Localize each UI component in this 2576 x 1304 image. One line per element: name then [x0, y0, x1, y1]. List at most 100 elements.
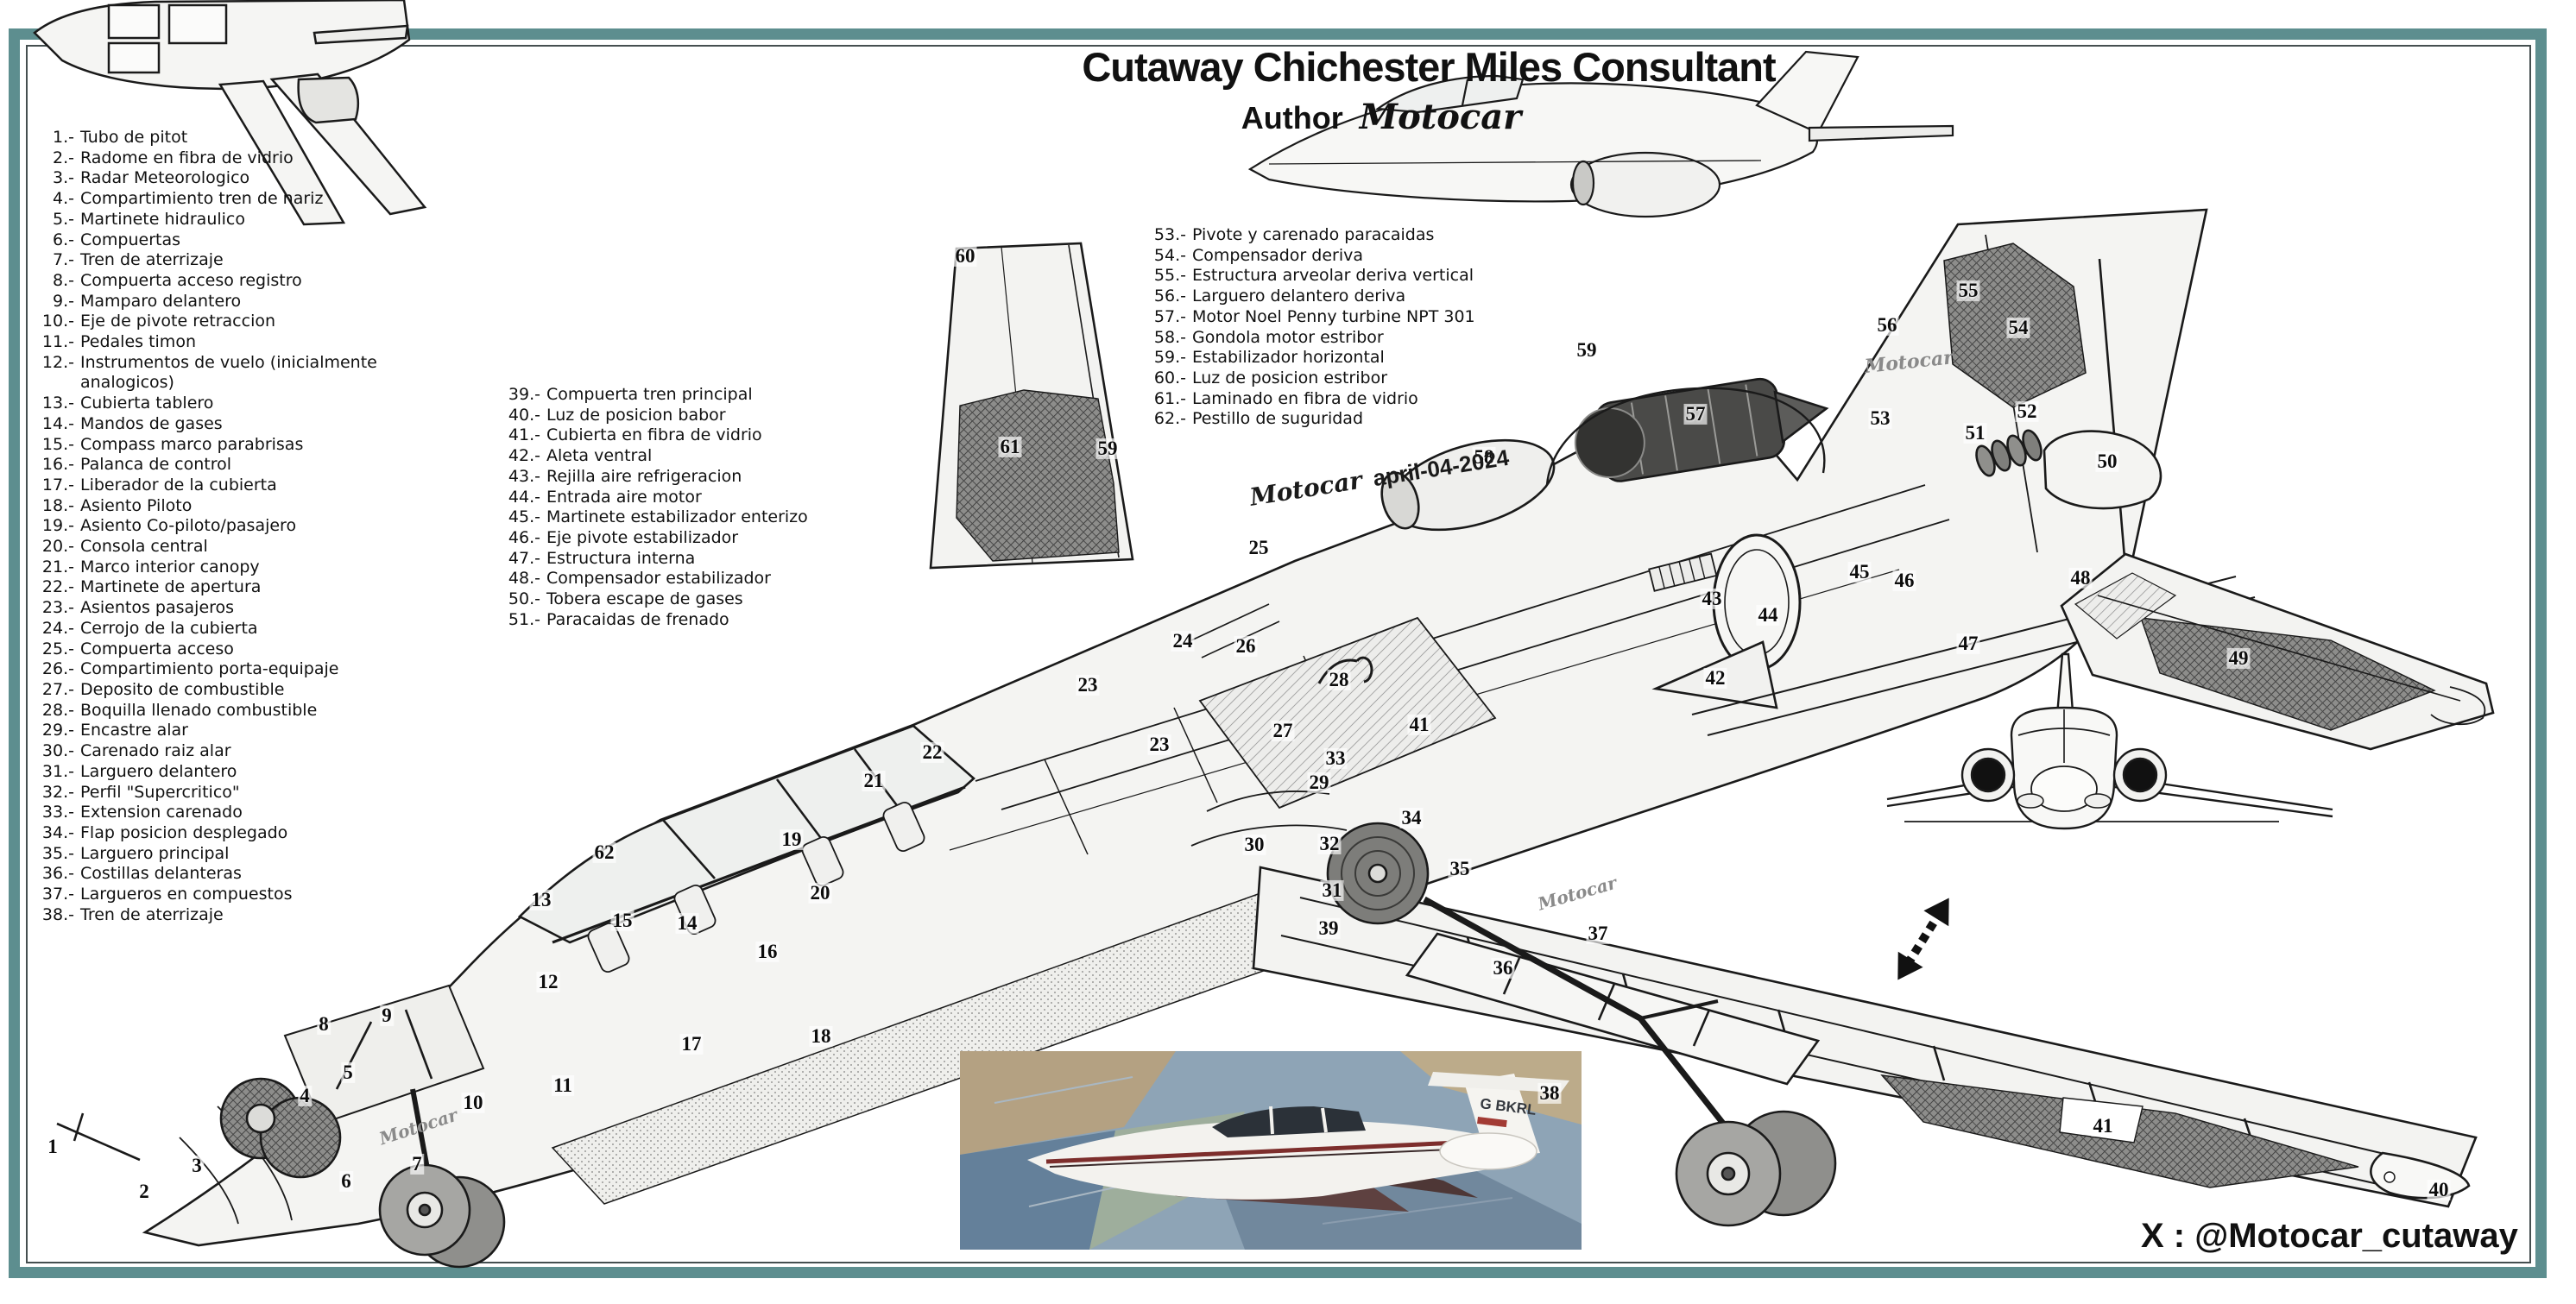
- part-label: Marco interior canopy: [80, 557, 260, 576]
- callout-number: 57: [1683, 402, 1708, 425]
- part-number: 43.-: [508, 466, 540, 486]
- callout-number: 41: [2091, 1114, 2115, 1137]
- parts-list-item: 35.- Larguero principal: [33, 844, 439, 865]
- port-wing: [1252, 866, 2478, 1208]
- parts-list-item: 16.- Palanca de control: [33, 455, 439, 476]
- part-number: 55.-: [1153, 266, 1186, 286]
- parts-list-left: 1.- Tubo de pitot 2.- Radome en fibra de…: [33, 128, 439, 925]
- part-label: Estabilizador horizontal: [1192, 348, 1385, 368]
- part-label: Compuerta tren principal: [546, 385, 753, 404]
- main-landing-gear: [1326, 822, 1837, 1227]
- part-number: 51.-: [508, 609, 540, 629]
- part-label: Gondola motor estribor: [1192, 327, 1384, 347]
- parts-list-item: 43.- Rejilla aire refrigeracion: [499, 467, 870, 488]
- part-label: Eje de pivote retraccion: [80, 312, 276, 331]
- callout-number: 49: [2226, 646, 2251, 670]
- part-number: 39.-: [508, 385, 540, 404]
- parts-list-item: 19.- Asiento Co-piloto/pasajero: [33, 516, 439, 537]
- part-label: Motor Noel Penny turbine NPT 301: [1192, 306, 1475, 326]
- part-label: Compass marco parabrisas: [80, 434, 304, 454]
- part-number: 37.-: [41, 885, 74, 904]
- callout-number: 51: [1963, 421, 1987, 444]
- part-label: Radar Meteorologico: [80, 168, 250, 188]
- parts-list-item: 34.- Flap posicion desplegado: [33, 823, 439, 844]
- parts-list-item: 40.- Luz de posicion babor: [499, 406, 870, 426]
- parts-list-item: 26.- Compartimiento porta-equipaje: [33, 659, 439, 680]
- callout-number: 5: [341, 1061, 355, 1084]
- stabilizer-arrow: [1897, 898, 1949, 980]
- callout-number: 33: [1323, 746, 1348, 770]
- part-number: 30.-: [41, 741, 74, 761]
- parts-list-item: 54.- Compensador deriva: [1145, 246, 1671, 267]
- part-number: 23.-: [41, 598, 74, 618]
- callout-number: 42: [1703, 666, 1727, 690]
- callout-number: 44: [1756, 603, 1780, 627]
- parts-list-item: 58.- Gondola motor estribor: [1145, 328, 1671, 349]
- callout-number: 29: [1307, 771, 1331, 794]
- callout-number: 3: [190, 1154, 204, 1177]
- callout-number: 4: [298, 1084, 312, 1107]
- part-number: 53.-: [1153, 225, 1186, 244]
- parts-list-item: 31.- Larguero delantero: [33, 762, 439, 783]
- parts-list-item: 14.- Mandos de gases: [33, 414, 439, 435]
- parts-list-item: 5.- Martinete hidraulico: [33, 210, 439, 230]
- part-label: Luz de posicion babor: [546, 405, 726, 425]
- main-cutaway: [56, 208, 2495, 1269]
- parts-list-item: 1.- Tubo de pitot: [33, 128, 439, 148]
- parts-list-item: 6.- Compuertas: [33, 230, 439, 251]
- part-label: Compartimiento tren de nariz: [80, 189, 324, 209]
- part-label: Tren de aterrizaje: [80, 250, 224, 270]
- cooling-grille: [1648, 552, 1718, 592]
- part-number: 40.-: [508, 405, 540, 425]
- nose-landing-gear: [378, 1088, 506, 1269]
- page-title: Cutaway Chichester Miles Consultant: [1082, 44, 1776, 90]
- callout-number: 62: [592, 841, 616, 864]
- parts-list-right: 53.- Pivote y carenado paracaidas 54.- C…: [1145, 225, 1671, 430]
- part-label: Mandos de gases: [80, 413, 223, 433]
- callout-number: 13: [529, 888, 553, 911]
- part-number: 60.-: [1153, 368, 1186, 387]
- part-number: 7.-: [53, 250, 74, 270]
- callout-number: 23: [1147, 733, 1171, 756]
- part-label: Estructura arveolar deriva vertical: [1192, 266, 1474, 286]
- callout-number: 55: [1956, 279, 1980, 302]
- part-label: Estructura interna: [546, 548, 696, 568]
- author-line: Author Motocar: [1241, 97, 1522, 137]
- part-label: Costillas delanteras: [80, 864, 242, 884]
- part-label: Pivote y carenado paracaidas: [1192, 225, 1435, 244]
- part-label: Eje pivote estabilizador: [546, 527, 739, 547]
- callout-number: 56: [1875, 313, 1899, 337]
- part-number: 9.-: [53, 291, 74, 311]
- callout-number: 14: [675, 911, 699, 935]
- part-label: Consola central: [80, 537, 208, 557]
- parts-list-item: 32.- Perfil "Supercritico": [33, 783, 439, 803]
- callout-number: 27: [1271, 719, 1295, 742]
- parts-list-item: 28.- Boquilla llenado combustible: [33, 701, 439, 721]
- callout-number: 61: [998, 435, 1022, 458]
- part-number: 12.-: [41, 352, 74, 372]
- parts-list-item: 21.- Marco interior canopy: [33, 558, 439, 578]
- parts-list-item: 51.- Paracaidas de frenado: [499, 610, 870, 631]
- part-number: 31.-: [41, 761, 74, 781]
- inner-frame-line: [26, 45, 2531, 1263]
- part-number: 57.-: [1153, 306, 1186, 326]
- part-number: 47.-: [508, 548, 540, 568]
- part-number: 3.-: [53, 168, 74, 188]
- part-number: 19.-: [41, 516, 74, 536]
- callout-number: 48: [2068, 566, 2093, 589]
- front-view: [1886, 652, 2333, 980]
- callout-number: 32: [1317, 832, 1342, 855]
- callout-number: 21: [862, 769, 886, 792]
- part-label: Luz de posicion estribor: [1192, 368, 1388, 387]
- part-label: Asiento Co-piloto/pasajero: [80, 516, 297, 536]
- part-number: 18.-: [41, 495, 74, 515]
- callout-number: 17: [679, 1032, 704, 1055]
- part-label: Martinete hidraulico: [80, 209, 245, 229]
- callout-number: 24: [1171, 629, 1195, 652]
- part-number: 42.-: [508, 446, 540, 466]
- part-number: 13.-: [41, 394, 74, 413]
- part-label: Instrumentos de vuelo (inicialmente anal…: [80, 352, 377, 393]
- part-label: Compartimiento porta-equipaje: [80, 659, 339, 679]
- part-label: Cerrojo de la cubierta: [80, 618, 258, 638]
